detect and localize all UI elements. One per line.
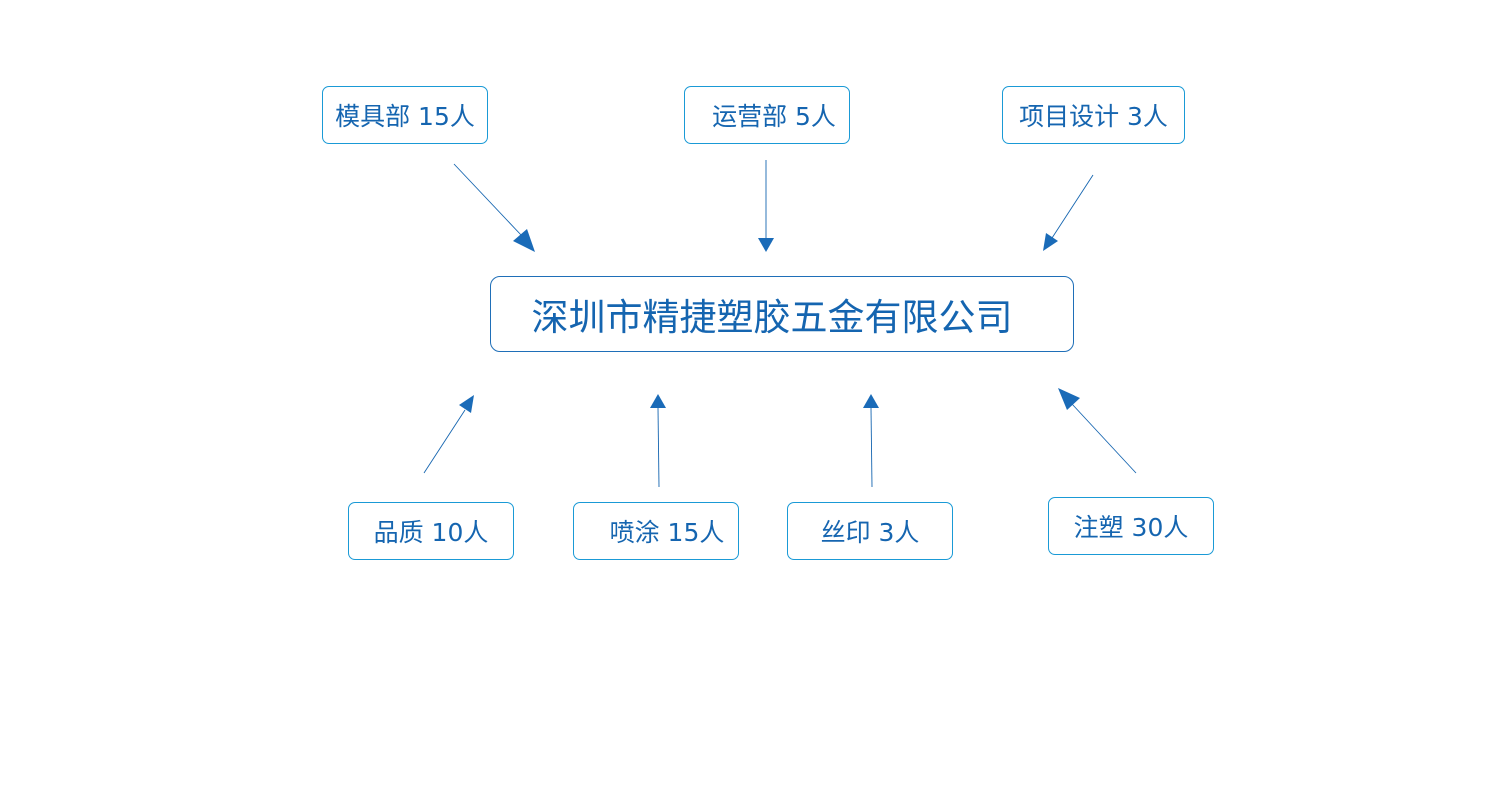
dept-box-quality: 品质 10人 [348, 502, 514, 560]
dept-box-spray: 喷涂 15人 [573, 502, 739, 560]
dept-label-injection: 注塑 30人 [1073, 513, 1189, 542]
company-name: 深圳市精捷塑胶五金有限公司 [531, 296, 1013, 339]
dept-label-quality: 品质 10人 [373, 518, 489, 547]
dept-label-design: 项目设计 3人 [1019, 102, 1168, 131]
dept-box-silkscreen: 丝印 3人 [787, 502, 953, 560]
arrow-quality-to-company [423, 395, 474, 474]
dept-label-silkscreen: 丝印 3人 [820, 518, 920, 547]
arrow-operations-to-company [758, 160, 774, 252]
dept-box-mold: 模具部 15人 [322, 86, 488, 144]
dept-box-injection: 注塑 30人 [1048, 497, 1214, 555]
dept-label-mold: 模具部 15人 [335, 102, 475, 131]
dept-label-operations: 运营部 5人 [712, 102, 836, 131]
arrow-design-to-company [1043, 174, 1094, 251]
arrow-injection-to-company [1058, 388, 1137, 474]
company-box: 深圳市精捷塑胶五金有限公司 [490, 276, 1074, 352]
arrow-spray-to-company [650, 394, 666, 488]
arrow-mold-to-company [453, 163, 535, 252]
dept-box-operations: 运营部 5人 [684, 86, 850, 144]
dept-box-design: 项目设计 3人 [1002, 86, 1185, 144]
arrow-silkscreen-to-company [863, 394, 879, 488]
dept-label-spray: 喷涂 15人 [609, 518, 725, 547]
